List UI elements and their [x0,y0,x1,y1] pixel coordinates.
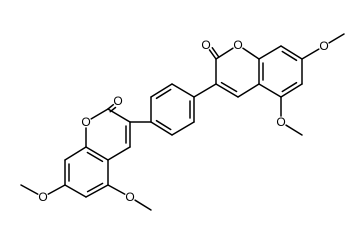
upper-bond-c7-o7 [301,48,320,60]
upper-bond-c5-c4a [258,83,282,98]
lower-bond-c7-c6 [64,184,87,198]
phenyl-bond-c-d [150,121,173,136]
upper-bond-c4a-c4 [237,83,260,98]
lower-bond-c7-o7 [47,184,66,195]
lower-bond-c6-c5 [85,184,109,198]
upper-bond-o1-c8a [242,47,260,60]
carbonyl-oxygen-lower: O [113,94,122,108]
lower-bond-c2-o-carbonyl-b [109,106,117,113]
bond-upper-c3-phenyl [193,83,217,98]
lower-bond-c8a-c4a [85,146,109,161]
lower-bond-c2-o1 [90,108,109,120]
upper-bond-c4-c3 [215,83,239,98]
phenyl-bond-b-c [171,121,195,136]
upper-bond-c6-c5 [280,83,303,98]
upper-bond-c6-c5-double [281,81,298,93]
upper-bond-o5-me [285,124,303,136]
carbonyl-oxygen-upper: O [201,38,210,52]
methoxy-oxygen-upper-7: O [319,39,328,53]
upper-bond-c2-o-carbonyl-a [208,49,217,60]
structure-diagram: O O O O O O O O [20,33,345,211]
upper-bond-c8a-c8 [258,45,282,60]
upper-bond-c8-c7 [280,45,303,60]
methoxy-oxygen-upper-5: O [276,115,285,129]
lower-bond-c4a-c4 [107,146,131,161]
phenyl-bond-e-f [150,83,173,98]
lower-bond-o5-me [134,199,152,211]
chemical-structure: O O O O O O O O [20,33,345,211]
lower-bond-c8a-c8 [64,146,87,161]
lower-bond-c8a-c4a-double [86,151,104,163]
atom-labels: O O O O O O O O [38,38,328,204]
phenyl-bond-f-a [171,83,195,98]
upper-bond-o7-me [328,33,345,44]
ring-oxygen-upper: O [233,38,242,52]
lower-bond-c5-o5 [107,184,126,195]
upper-bond-c8-c7-double [281,50,298,62]
lower-bond-o7-me [20,184,39,195]
upper-bond-c3-c4-double [220,81,238,93]
phenyl-bond-e-f-double [155,88,172,100]
ring-oxygen-lower: O [81,115,90,129]
lower-bond-c2-o-carbonyl-a [107,103,115,110]
methoxy-oxygen-lower-7: O [38,190,47,204]
bond-lines [20,33,345,211]
phenyl-bond-c-d-double [155,119,172,131]
upper-bond-c2-o-carbonyl-b [211,47,220,58]
methoxy-oxygen-lower-5: O [125,190,134,204]
lower-bond-c6-c5-double [86,182,104,193]
